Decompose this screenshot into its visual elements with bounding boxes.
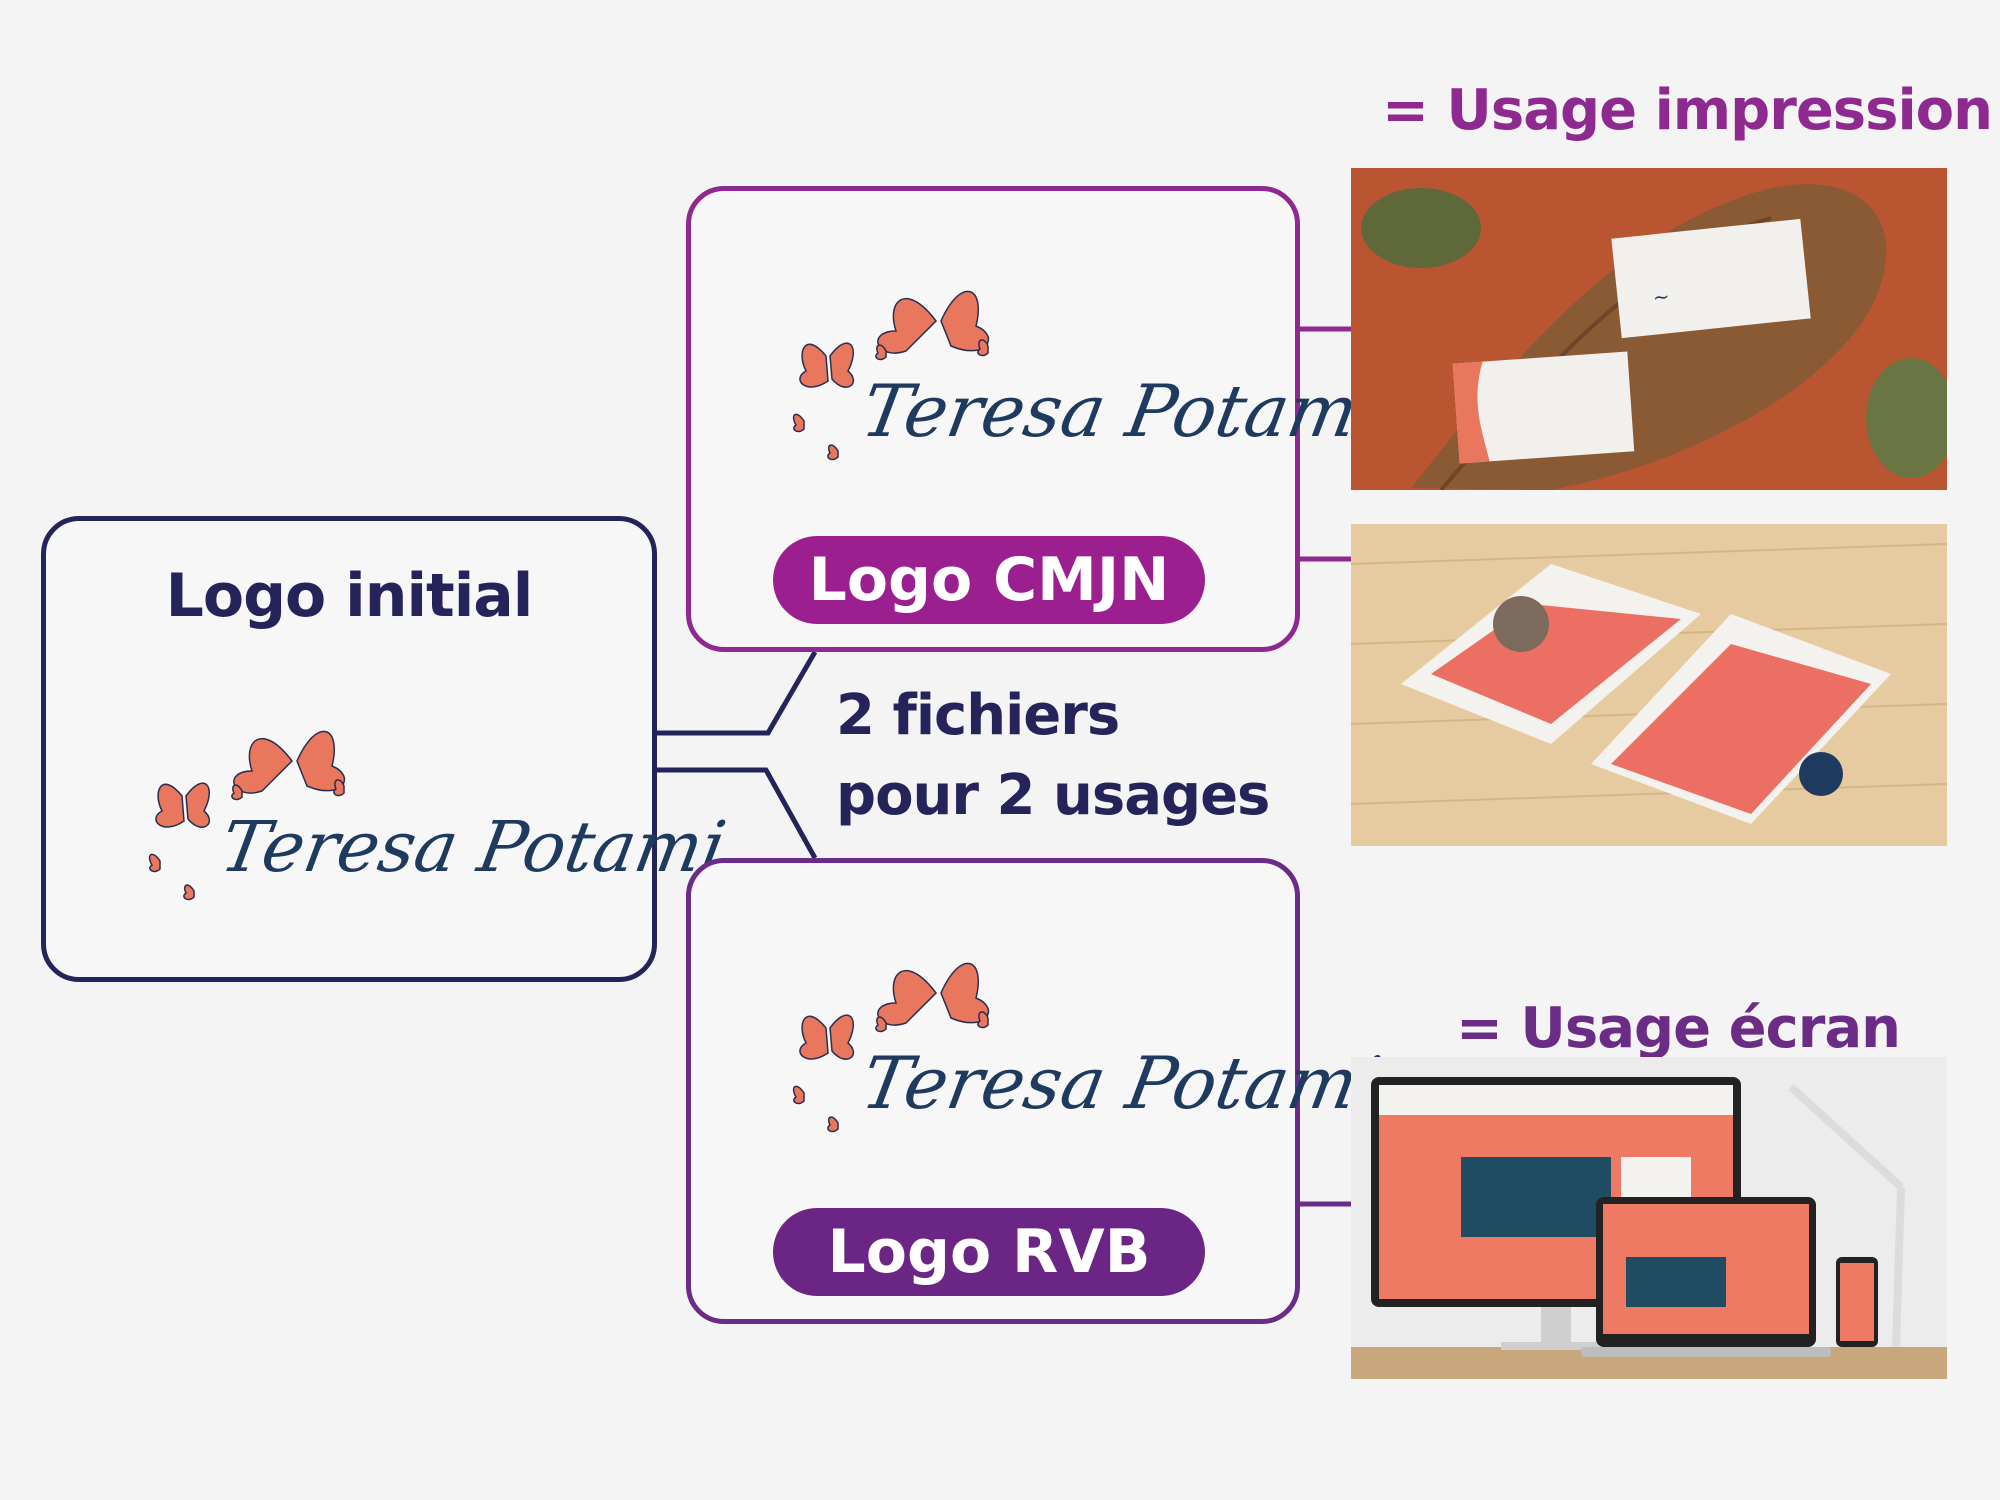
svg-text:~: ~ <box>1651 284 1670 310</box>
usage-screen-heading: = Usage écran <box>1456 996 1901 1061</box>
butterflies-icon <box>792 962 989 1133</box>
screens-illustration <box>1351 1057 1947 1379</box>
cmjn-label: Logo CMJN <box>773 536 1205 624</box>
flyers-photo <box>1351 524 1947 846</box>
business-cards-illustration: ~ <box>1351 168 1947 490</box>
rvb-logo-box: Teresa Potami Logo RVB <box>686 858 1387 1324</box>
middle-caption: 2 fichiers pour 2 usages <box>836 676 1270 836</box>
flyers-illustration <box>1351 524 1947 846</box>
cmjn-logo-image: Teresa Potami <box>781 261 1387 491</box>
rvb-label: Logo RVB <box>773 1208 1205 1296</box>
initial-logo-box: Logo initial Teresa Potami <box>41 516 732 982</box>
connector-initial-to-rvb <box>657 767 818 860</box>
rvb-logo-image: Teresa Potami <box>781 933 1387 1163</box>
rvb-logo-script: Teresa Potami <box>855 1041 1388 1125</box>
connector-initial-to-cmjn <box>657 650 818 736</box>
initial-logo-script: Teresa Potami <box>214 806 732 888</box>
cmjn-logo-box: Teresa Potami Logo CMJN <box>686 186 1387 652</box>
butterflies-icon <box>792 290 989 461</box>
cmjn-logo-script: Teresa Potami <box>855 369 1388 453</box>
usage-print-heading: = Usage impression <box>1382 78 1993 143</box>
business-cards-photo: ~ <box>1351 168 1947 490</box>
middle-caption-line1: 2 fichiers <box>836 683 1120 748</box>
screens-photo <box>1351 1057 1947 1379</box>
initial-logo-image: Teresa Potami <box>142 701 732 931</box>
middle-caption-line2: pour 2 usages <box>836 763 1270 828</box>
initial-logo-title: Logo initial <box>165 561 534 631</box>
butterflies-icon <box>148 730 345 901</box>
